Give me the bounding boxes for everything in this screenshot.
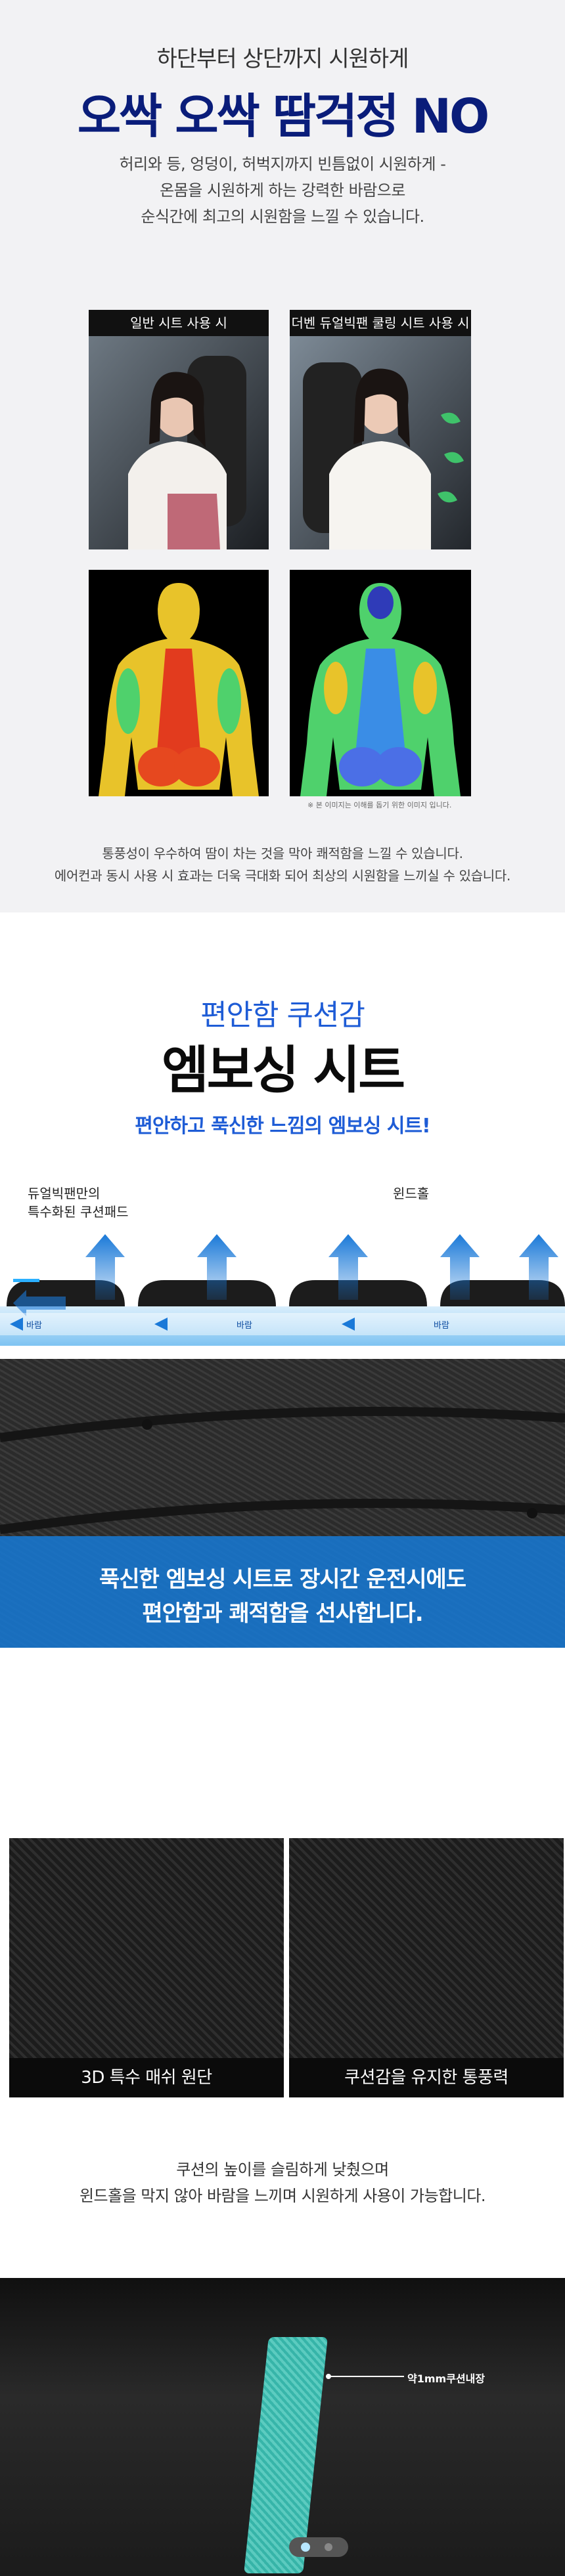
mesh-feature-section: 3D 특수 매쉬 원단 쿠션감을 유지한 통풍력 쿠션의 높이를 슬림하게 낮췄…	[0, 1648, 565, 2278]
comfort-banner: 푹신한 엠보싱 시트로 장시간 운전시에도 편안함과 쾌적함을 선사합니다.	[0, 1536, 565, 1661]
section2-title-black: 엠보싱 시트	[162, 1041, 405, 1100]
banner-line: 푹신한 엠보싱 시트로 장시간 운전시에도	[99, 1566, 466, 1593]
compare-left-label: 일반 시트 사용 시	[89, 310, 269, 336]
callout-line: 듀얼빅팬만의	[28, 1186, 101, 1201]
thermal-image-cooling	[290, 570, 471, 796]
image-note: ※ 본 이미지는 이해를 돕기 위한 이미지 입니다.	[307, 801, 452, 809]
wind-label: 바람	[237, 1321, 252, 1331]
section1-body: 허리와 등, 엉덩이, 허벅지까지 빈틈없이 시원하게 - 온몸을 시원하게 하…	[0, 151, 565, 230]
embossing-diagram: 바람 바람 바람	[0, 1221, 565, 1352]
section1-title: 오싹 오싹 땀걱정 NO	[77, 89, 489, 144]
desc-line: 윈드홀을 막지 않아 바람을 느끼며 시원하게 사용이 가능합니다.	[79, 2187, 486, 2205]
compare-right-label: 더벤 듀얼빅팬 쿨링 시트 사용 시	[290, 310, 471, 336]
wind-hole-callout: 윈드홀	[393, 1186, 430, 1201]
installed-seat-photo: 약1mm쿠션내장	[0, 2278, 565, 2576]
normal-seat-photo	[89, 336, 269, 549]
section2-title-blue: 편안함 쿠션감	[200, 998, 365, 1032]
3d-mesh-fabric-photo	[9, 1838, 284, 2058]
section1-subtitle: 하단부터 상단까지 시원하게	[156, 46, 409, 72]
wind-label: 바람	[434, 1321, 449, 1331]
cushion-callout: 약1mm쿠션내장	[407, 2372, 486, 2385]
cushion-ventilation-photo	[289, 1838, 564, 2058]
banner-line: 편안함과 쾌적함을 선사합니다.	[142, 1600, 423, 1627]
tile-left-caption: 3D 특수 매쉬 원단	[9, 2058, 284, 2097]
thermal-image-normal	[89, 570, 269, 796]
section1-description: 통풍성이 우수하여 땀이 차는 것을 막아 쾌적함을 느낄 수 있습니다. 에어…	[0, 842, 565, 887]
section3-description: 쿠션의 높이를 슬림하게 낮췄으며 윈드홀을 막지 않아 바람을 느끼며 시원하…	[0, 2157, 565, 2209]
tile-right-caption: 쿠션감을 유지한 통풍력	[289, 2058, 564, 2097]
desc-line: 쿠션의 높이를 슬림하게 낮췄으며	[176, 2160, 389, 2179]
body-line: 온몸을 시원하게 하는 강력한 바람으로	[160, 181, 405, 200]
cooling-section: 하단부터 상단까지 시원하게 오싹 오싹 땀걱정 NO 허리와 등, 엉덩이, …	[0, 0, 565, 912]
body-line: 순식간에 최고의 시원함을 느낄 수 있습니다.	[141, 207, 424, 226]
wind-label: 바람	[26, 1321, 42, 1331]
cushion-pad-callout: 듀얼빅팬만의 특수화된 쿠션패드	[28, 1184, 129, 1221]
embossing-section: 편안함 쿠션감 엠보싱 시트 편안하고 푹신한 느낌의 엠보싱 시트! 듀얼빅팬…	[0, 912, 565, 1661]
callout-line: 특수화된 쿠션패드	[28, 1204, 129, 1220]
cooling-seat-photo	[290, 336, 471, 549]
desc-line: 통풍성이 우수하여 땀이 차는 것을 막아 쾌적함을 느낄 수 있습니다.	[102, 846, 463, 861]
desc-line: 에어컨과 동시 사용 시 효과는 더욱 극대화 되어 최상의 시원함을 느끼실 …	[54, 868, 511, 884]
body-line: 허리와 등, 엉덩이, 허벅지까지 빈틈없이 시원하게 -	[119, 155, 446, 173]
section2-subtitle: 편안하고 푹신한 느낌의 엠보싱 시트!	[135, 1115, 430, 1138]
